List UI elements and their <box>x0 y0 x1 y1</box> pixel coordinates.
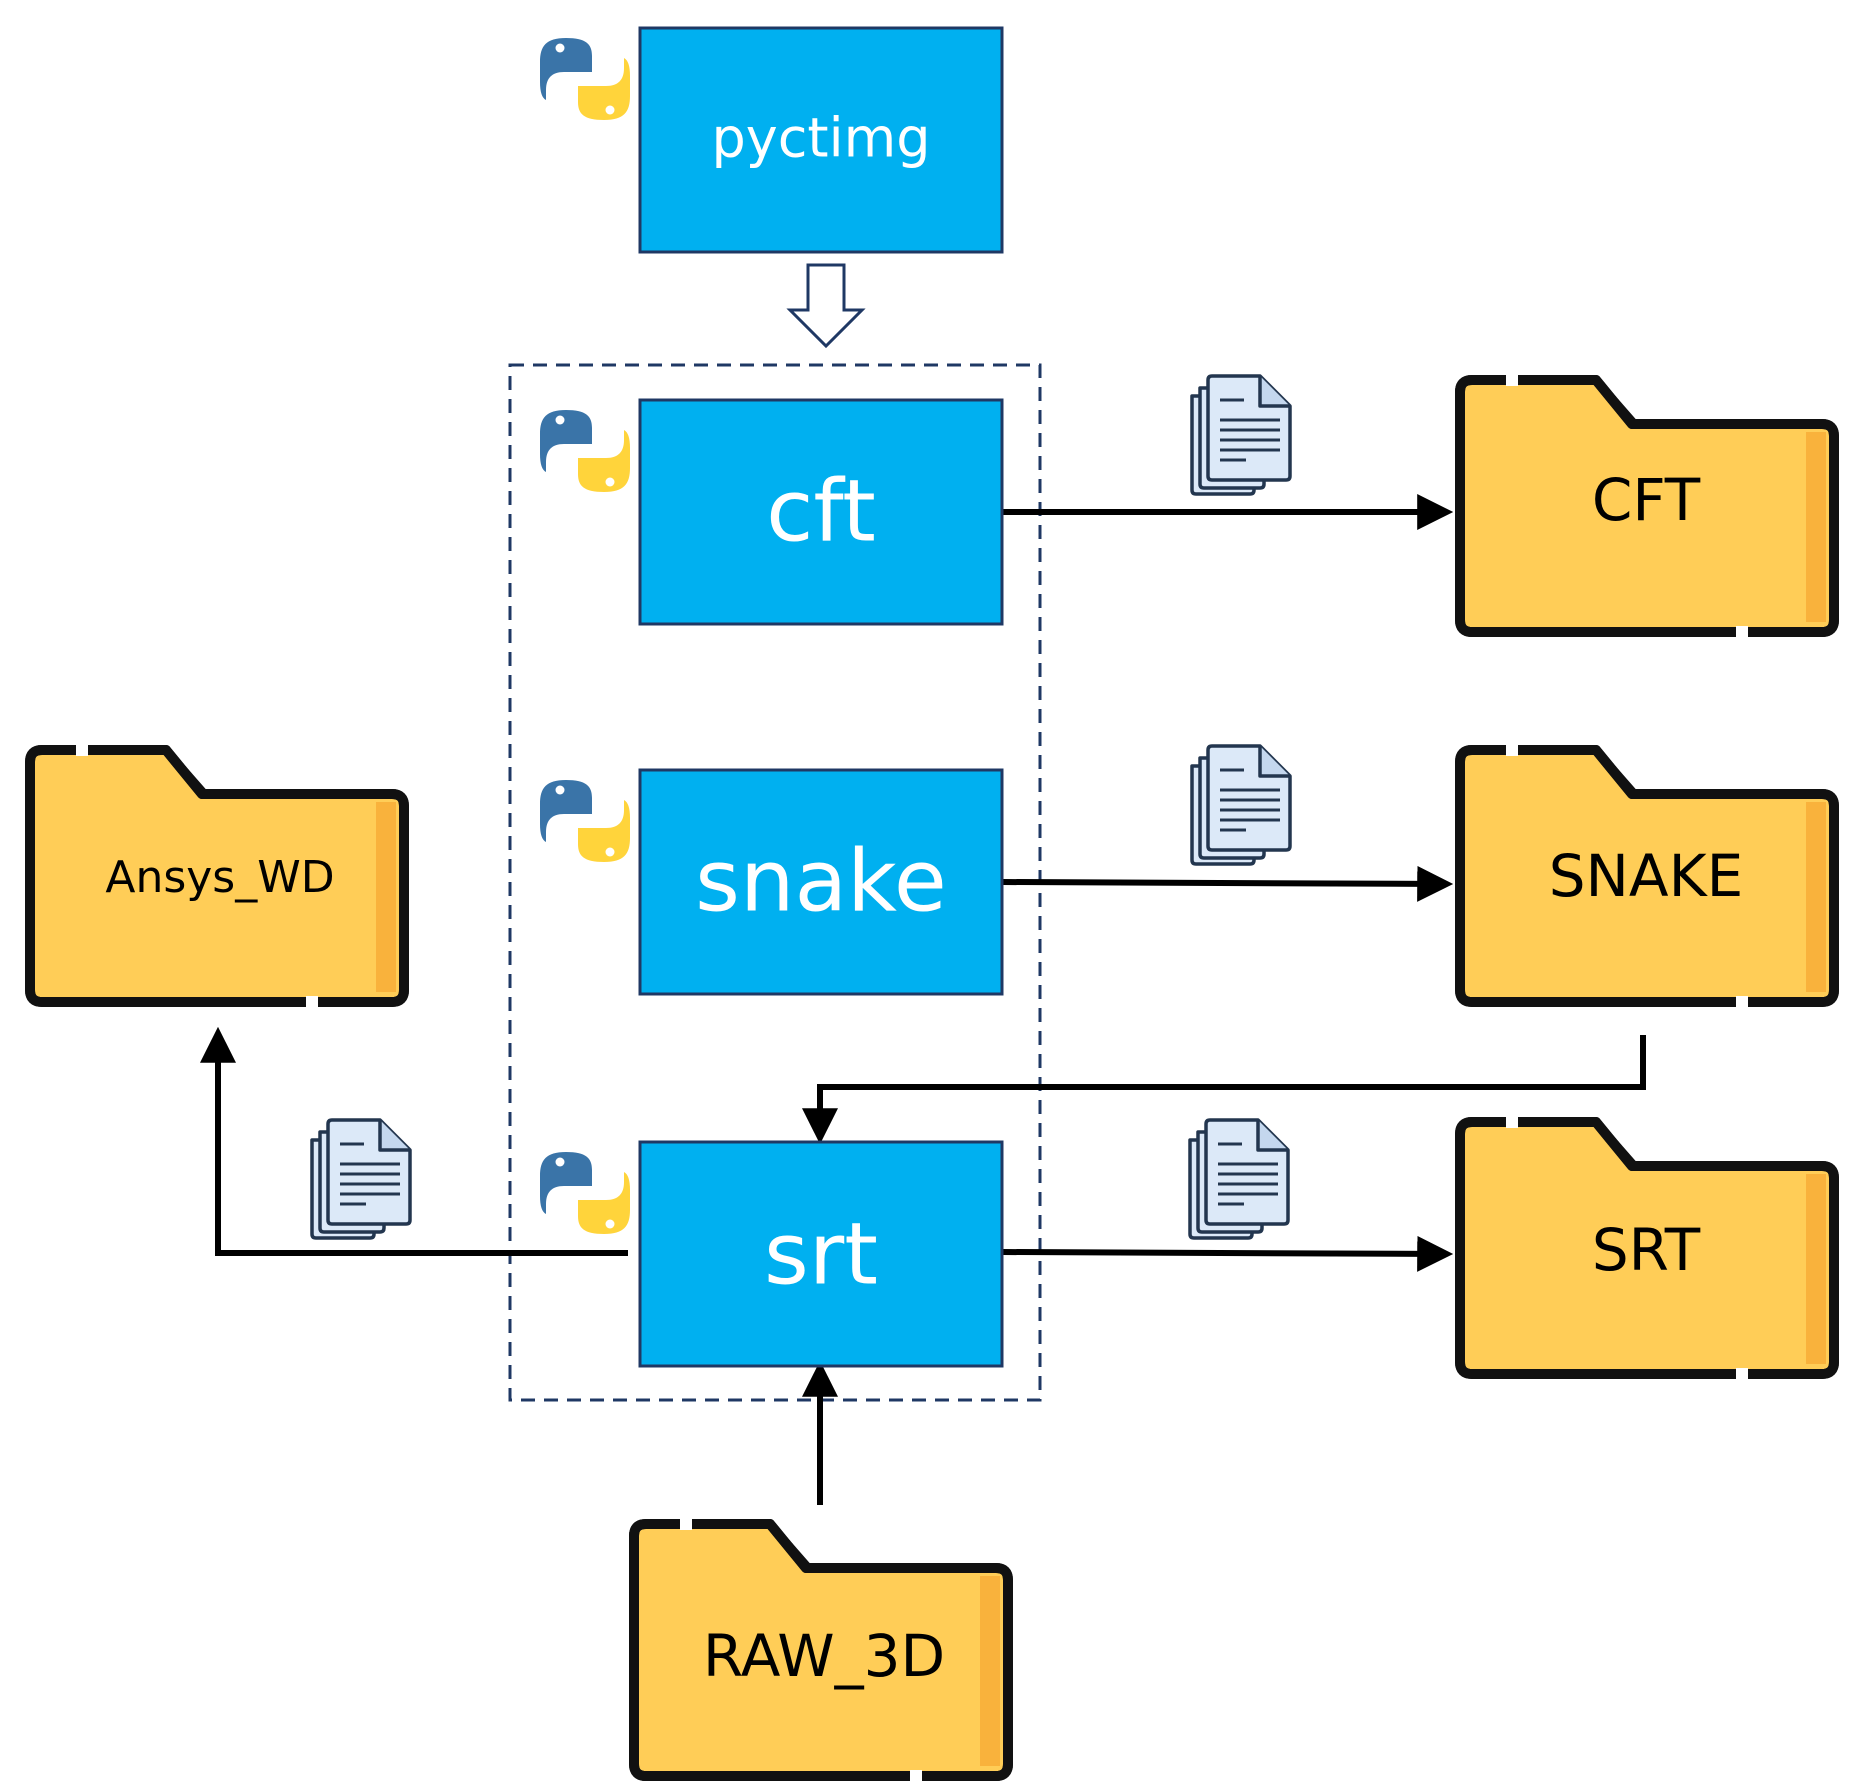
folder-ansys[interactable]: Ansys_WD <box>30 750 404 1002</box>
python-icon <box>540 780 630 862</box>
folder-ansys-label: Ansys_WD <box>105 852 334 903</box>
module-cft-label: cft <box>766 461 876 561</box>
folder-raw[interactable]: RAW_3D <box>634 1524 1008 1776</box>
documents-icon <box>1190 744 1292 866</box>
module-snake-label: snake <box>695 831 947 931</box>
folder-srt-label: SRT <box>1592 1216 1701 1284</box>
connectors <box>200 494 1646 1505</box>
module-cft: cft <box>638 398 1004 626</box>
module-pyctimg-label: pyctimg <box>712 107 931 170</box>
documents-icon <box>310 1118 412 1240</box>
srt-to-srt-folder-arrow <box>1002 1235 1454 1272</box>
module-pyctimg: pyctimg <box>638 26 1004 254</box>
snake-to-snake-folder-arrow <box>1002 865 1454 902</box>
snake-folder-to-srt-arrow <box>802 1035 1646 1145</box>
folder-snake[interactable]: SNAKE <box>1460 750 1834 1002</box>
pyctimg-to-group-arrow <box>786 263 866 349</box>
folder-snake-label: SNAKE <box>1549 842 1744 910</box>
folder-cft[interactable]: CFT <box>1460 380 1834 632</box>
module-srt: srt <box>638 1140 1004 1368</box>
module-srt-label: srt <box>764 1204 878 1304</box>
folder-cft-label: CFT <box>1592 466 1701 534</box>
python-icon <box>540 410 630 492</box>
python-icon <box>540 38 630 120</box>
module-snake: snake <box>638 768 1004 996</box>
folder-raw-label: RAW_3D <box>703 1622 945 1690</box>
documents-icon <box>1190 374 1292 496</box>
documents-icon <box>1188 1118 1290 1240</box>
python-icon <box>540 1152 630 1234</box>
folder-srt[interactable]: SRT <box>1460 1122 1834 1374</box>
srt-to-ansys-folder-arrow <box>200 1026 628 1256</box>
